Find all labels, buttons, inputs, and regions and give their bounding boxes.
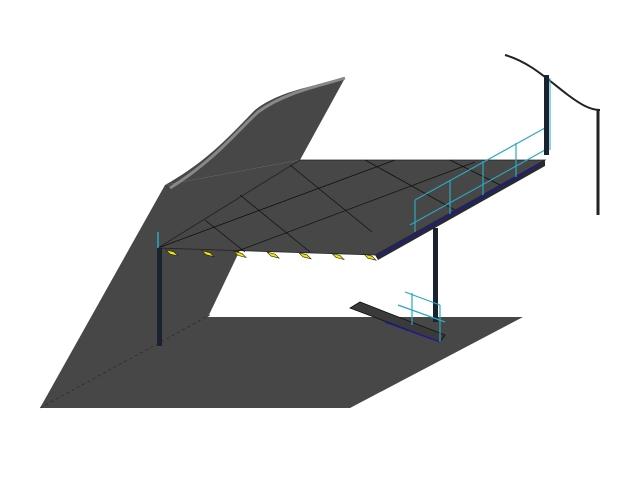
hazard-marker: [331, 252, 345, 261]
stair-ramp: [349, 291, 446, 343]
hazard-marker: [298, 252, 312, 260]
platform-edge-blue: [377, 163, 541, 257]
wall-top-edge: [169, 76, 346, 190]
column-left: [157, 248, 162, 346]
hazard-marker: [165, 249, 179, 257]
upper-platform: [156, 159, 547, 261]
ramp-edge-blue: [384, 321, 441, 343]
railing-lower: [397, 291, 446, 342]
hazard-marker: [201, 250, 215, 258]
curved-wall: [165, 76, 346, 190]
deck-grid: [157, 159, 501, 253]
hazard-marker: [266, 251, 280, 259]
railing-upper: [409, 127, 546, 232]
columns: [157, 228, 438, 346]
far-curved-wall: [504, 54, 601, 215]
hazard-marker: [233, 250, 247, 258]
hazard-marker: [363, 253, 377, 261]
column-right: [433, 228, 438, 322]
far-column: [544, 75, 549, 155]
floor-seam: [39, 314, 211, 409]
hazard-markers: [165, 249, 377, 261]
